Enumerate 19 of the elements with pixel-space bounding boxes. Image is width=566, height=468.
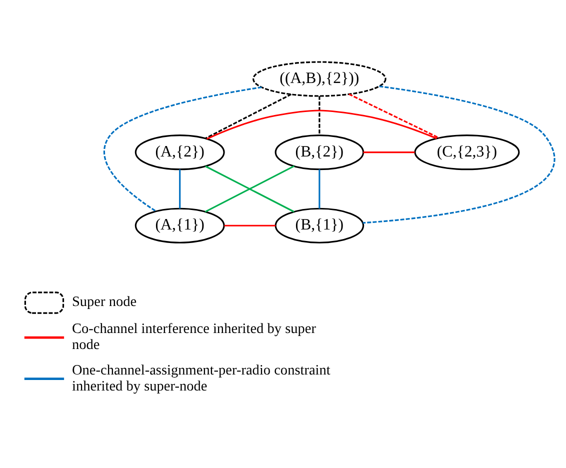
node-ellipse: (B,{1}) — [274, 208, 364, 244]
connector — [318, 96, 320, 136]
node-ellipse: (A,{2}) — [134, 134, 225, 170]
connector — [224, 224, 276, 226]
node-ellipse: ((A,B),{2})) — [252, 61, 386, 97]
connector — [363, 152, 415, 154]
legend-label: Super node — [72, 294, 137, 310]
node-ellipse: (B,{2}) — [274, 134, 364, 170]
connector — [348, 93, 440, 139]
connector — [104, 86, 262, 212]
node-ellipse: (A,{1}) — [134, 208, 225, 244]
legend-label: One-channel-assignment-per-radio constraint inherited by super-node — [72, 362, 330, 394]
connector — [179, 169, 181, 209]
connector — [362, 86, 555, 224]
connector — [204, 94, 292, 140]
connector — [206, 110, 437, 140]
node-ellipse: (C,{2,3}) — [414, 134, 520, 170]
legend-label: Co-channel interference inherited by super node — [72, 321, 316, 354]
connector — [318, 169, 320, 209]
